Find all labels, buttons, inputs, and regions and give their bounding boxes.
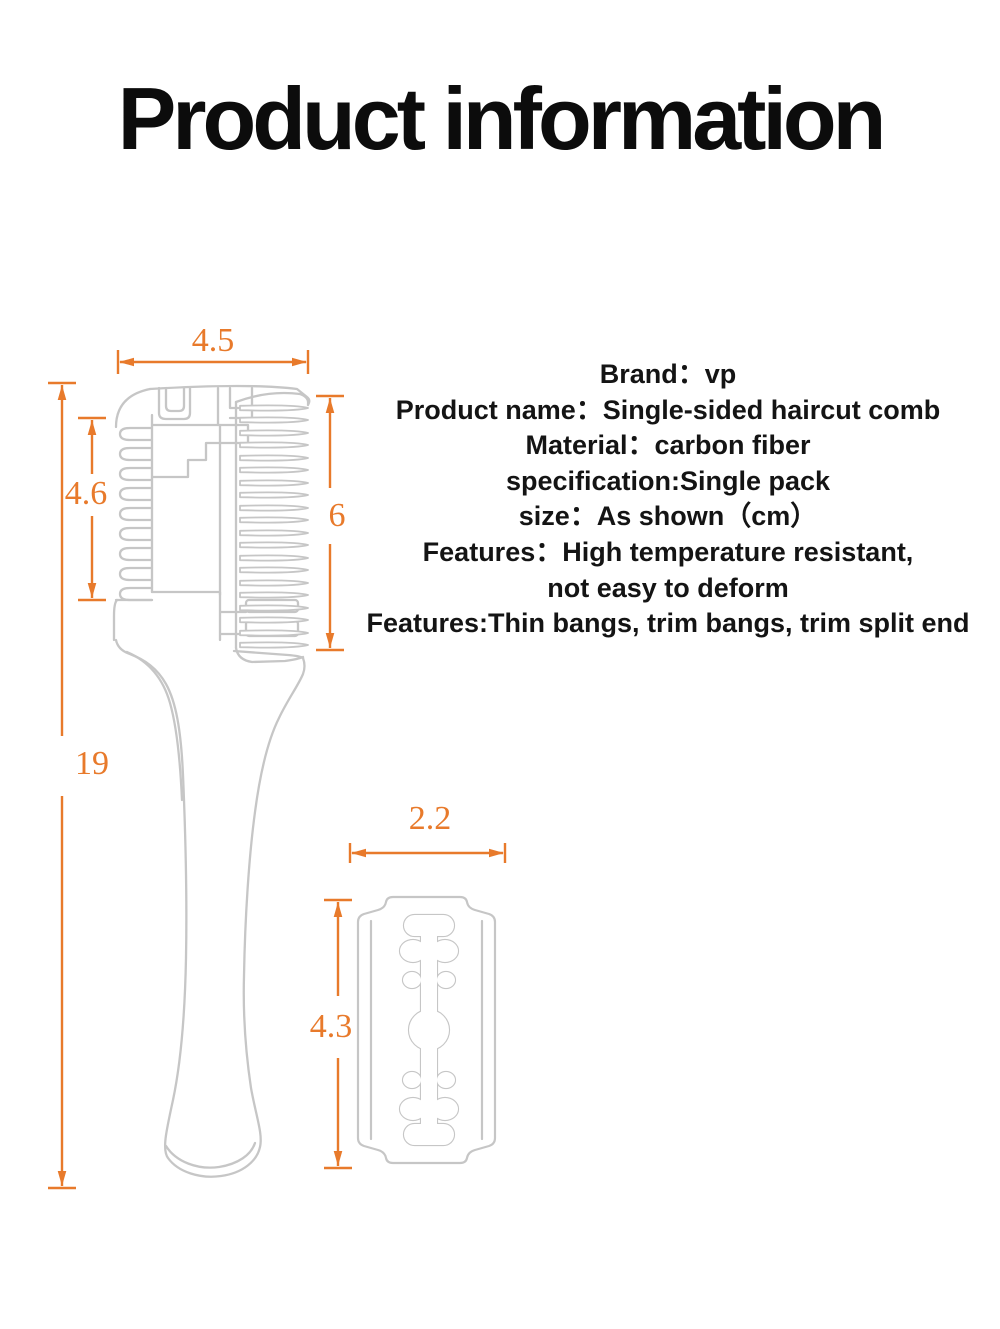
- comb-head-outline: [112, 384, 311, 664]
- dim-total-length: [48, 381, 76, 1190]
- dim-label-razor-section-height: 4.6: [64, 475, 108, 512]
- dim-comb-teeth-height: [316, 394, 344, 652]
- dim-label-total-length: 19: [75, 745, 109, 782]
- spec-line-features-2: Features:Thin bangs, trim bangs, trim sp…: [366, 608, 970, 639]
- razor-blade-diagram: [356, 895, 497, 1165]
- spec-line-specification: specification:Single pack: [505, 465, 831, 496]
- comb-diagram: [112, 384, 311, 1178]
- dimension-lines: [48, 350, 507, 1190]
- dim-label-comb-width: 4.5: [191, 322, 235, 359]
- dim-label-comb-teeth-height: 6: [328, 497, 346, 534]
- spec-line-features-1b: not easy to deform: [547, 572, 789, 603]
- spec-line-material: Material：carbon fiber: [525, 430, 811, 461]
- spec-line-features-1: Features：High temperature resistant,: [422, 536, 914, 567]
- blade-edge-lines: [369, 919, 484, 1141]
- product-specs: Brand：vp Product name：Single-sided hairc…: [336, 357, 1000, 642]
- dim-comb-width: [116, 350, 310, 374]
- dim-razor-section-height: [78, 416, 106, 602]
- comb-guard-teeth: [118, 426, 154, 602]
- page-title: Product information: [117, 69, 887, 168]
- dim-blade-width: [348, 843, 507, 863]
- dim-label-blade-width: 2.2: [408, 800, 452, 837]
- spec-line-product-name: Product name：Single-sided haircut comb: [395, 394, 941, 425]
- dim-label-blade-height: 4.3: [309, 1008, 353, 1045]
- comb-handle: [114, 638, 306, 1178]
- spec-line-brand: Brand：vp: [599, 359, 737, 389]
- spec-line-size: size：As shown（cm）: [518, 501, 818, 532]
- dim-blade-height: [324, 898, 352, 1170]
- blade-outline: [356, 895, 497, 1165]
